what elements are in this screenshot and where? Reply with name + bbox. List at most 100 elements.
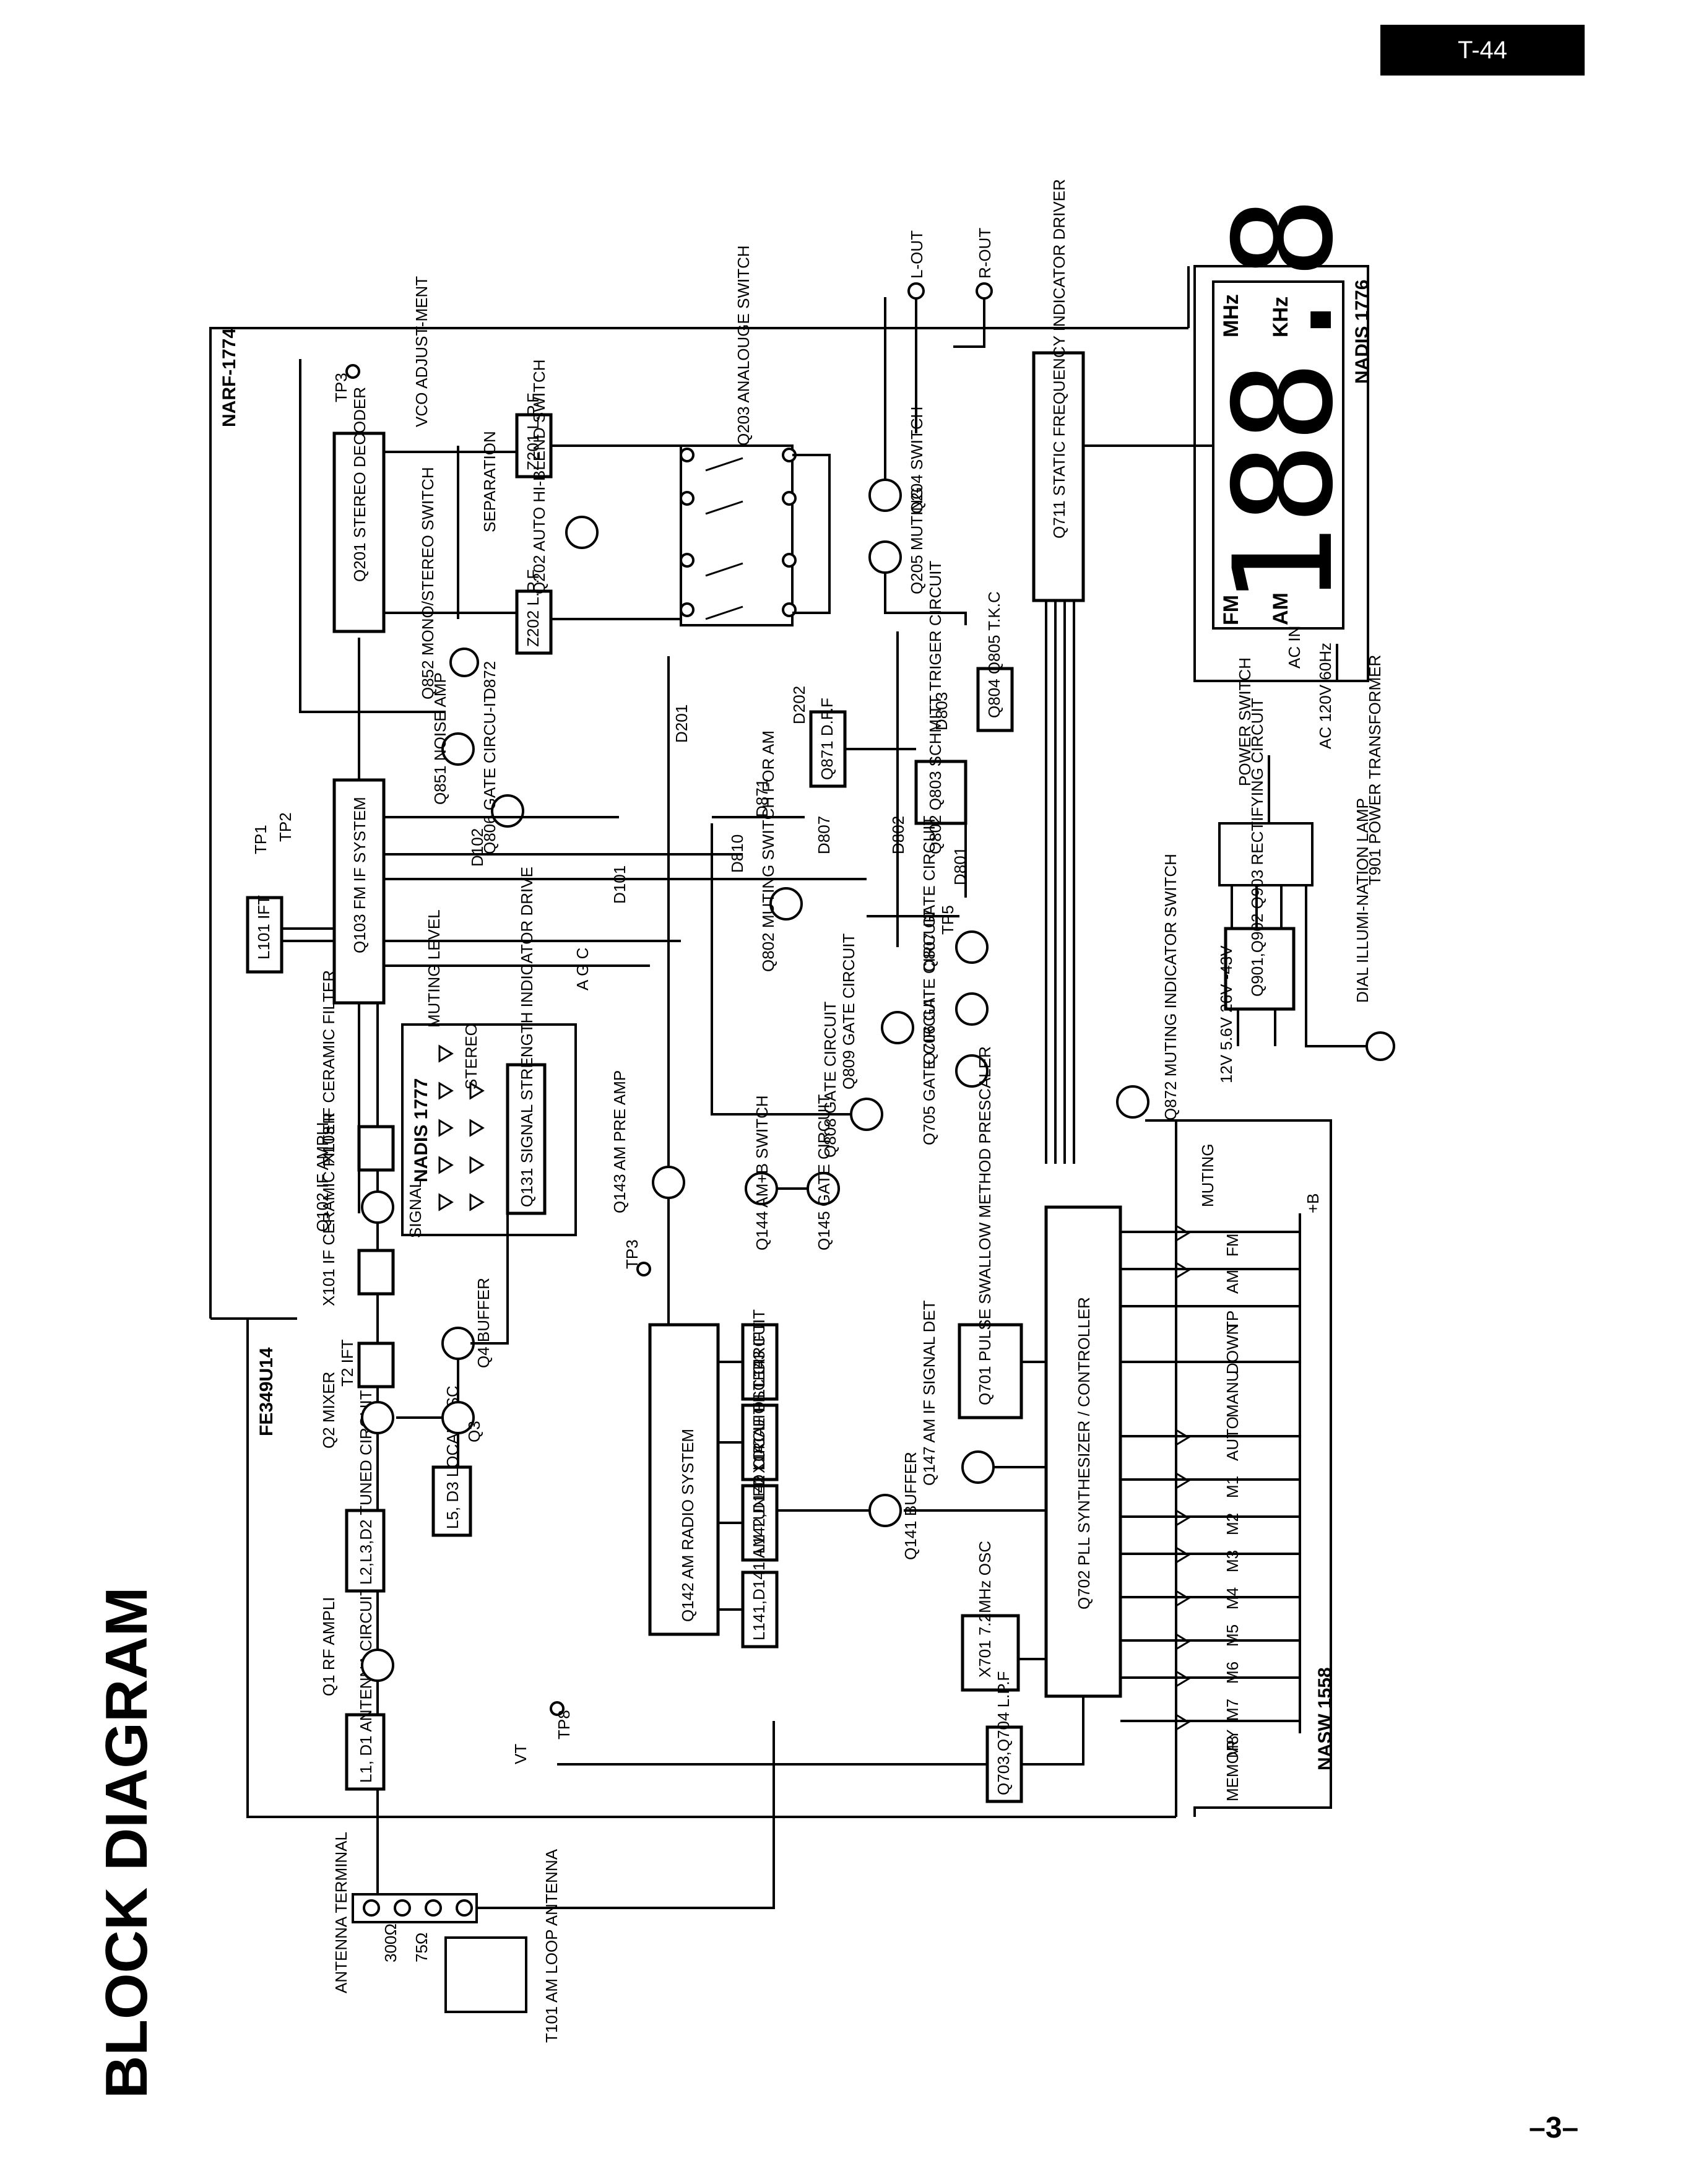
q711-label: Q711 STATIC FREQUENCY INDICATOR DRIVER [1050, 179, 1068, 539]
ohm300-label: 300Ω [381, 1923, 400, 1962]
stereo-label: STEREO [462, 1023, 480, 1090]
q4-label: Q4 BUFFER [474, 1278, 493, 1368]
switch-m3: M3 [1223, 1550, 1242, 1572]
switch-fm: FM [1223, 1233, 1242, 1257]
tp5-label: TP5 [938, 905, 957, 935]
q852-label: Q852 MONO/STEREO SWITCH [418, 467, 437, 700]
d201-label: D201 [672, 704, 691, 743]
q144-label: Q144 AM+B SWITCH [753, 1095, 771, 1250]
ac-source-label: AC 120V 60Hz [1316, 643, 1335, 749]
z201-label: Z201 L.P.F [524, 393, 542, 470]
analogue-switch: Q203 ANALOUGE SWITCH Q204 SWITCH Q205 MU… [680, 245, 967, 626]
switch-m1: M1 [1223, 1476, 1242, 1498]
q204-label: Q204 SWITCH [907, 407, 926, 514]
am-loop-label: T101 AM LOOP ANTENNA [542, 1848, 561, 2043]
tp1-label: TP1 [251, 825, 270, 854]
switch-down: DOWN [1223, 1324, 1242, 1374]
display-am: AM [1269, 592, 1292, 625]
q145-label: Q145 GATE CIRCUIT [815, 1094, 833, 1250]
x101-label: X101 IF CERAMIC FILTER [319, 1112, 338, 1306]
power-supply: Q901,Q902 Q903 RECTIFYING CIRCUIT T901 P… [1217, 643, 1395, 1083]
switch-muting: MUTING [1198, 1143, 1217, 1207]
plus-b-label: +B [1304, 1193, 1322, 1213]
switch-auto: AUTO [1223, 1416, 1242, 1461]
q802-803-label: Q802 Q803 SCHMITT TRIGER CIRCUIT [926, 561, 945, 854]
muting-level-label: MUTING LEVEL [425, 909, 443, 1028]
q147-label: Q147 AM IF SIGNAL DET [920, 1300, 938, 1486]
q3-label: Q3 [465, 1421, 483, 1442]
q102-label: Q102 IF AMPLI [313, 1122, 332, 1232]
tp2-label: TP2 [276, 812, 295, 842]
output-jacks: L-OUT R-OUT [907, 228, 994, 433]
diode-labels: D101 D102 D201 D202 D801 D802 D803 D807 … [468, 661, 969, 904]
q851-label: Q851 NOISE AMP [431, 672, 449, 805]
d202-label: D202 [790, 686, 808, 724]
switch-manu: MANU [1223, 1370, 1242, 1418]
vco-label: VCO ADJUST-MENT [412, 276, 431, 427]
signal-led-bar: Q131 SIGNAL STRENGTH INDICATOR DRIVE SIG… [406, 867, 547, 1238]
indicator-driver: Q711 STATIC FREQUENCY INDICATOR DRIVER [1032, 179, 1213, 1164]
fl-display: 188.8 FM AM MHz KHz AC IN [1205, 197, 1363, 669]
t901-label: T901 POWER TRANSFORMER [1366, 655, 1384, 885]
q131-label: Q131 SIGNAL STRENGTH INDICATOR DRIVE [517, 867, 536, 1207]
power-switch-label: POWER SWITCH [1236, 657, 1254, 786]
q1-label: Q1 RF AMPLI [319, 1597, 338, 1696]
q141-label: Q141 BUFFER [901, 1452, 920, 1560]
q702-label: Q702 PLL SYNTHESIZER / CONTROLLER [1075, 1297, 1093, 1610]
switch-m5: M5 [1223, 1624, 1242, 1647]
muting-gate-section: Q871 D.F.F Q802 Q803 SCHMITT TRIGER CIRC… [619, 561, 1180, 1158]
pll-section: Q702 PLL SYNTHESIZER / CONTROLLER Q701 P… [557, 1046, 1122, 1803]
board-nadis-1776: NADIS 1776 [1352, 280, 1372, 384]
q103-label: Q103 FM IF SYSTEM [350, 797, 369, 953]
display-ac-in: AC IN [1285, 626, 1304, 669]
ohm75-label: 75Ω [412, 1933, 431, 1962]
board-narf: NARF-1774 [219, 328, 240, 427]
model-tab: T-44 [1380, 25, 1585, 76]
l1-d1-label: L1, D1 ANTENNA CIRCUIT [357, 1586, 375, 1783]
q701-label: Q701 PULSE SWALLOW METHOD PRESCALER [976, 1046, 994, 1405]
d801-label: D801 [951, 847, 969, 885]
d802-label: D802 [889, 816, 907, 854]
d807-label: D807 [815, 816, 833, 854]
z202-label: Z202 L.P.F [524, 570, 542, 647]
q143-label: Q143 AM PRE AMP [610, 1070, 629, 1213]
d871-label: D871 [753, 779, 771, 817]
display-mhz: MHz [1219, 294, 1243, 337]
q203-label: Q203 ANALOUGE SWITCH [734, 245, 753, 446]
q201-label: Q201 STEREO DECODER [350, 387, 369, 582]
l143-label: L143 IFT [750, 1322, 768, 1387]
switch-m6: M6 [1223, 1662, 1242, 1684]
d810-label: D810 [728, 834, 747, 873]
q807-label: Q807 GATE CIRCUIT [920, 816, 938, 972]
switch-memory: MEMORY [1223, 1729, 1242, 1801]
l101-label: L101 IFT [254, 895, 273, 960]
separation-label: SEPARATION [480, 431, 499, 532]
board-nasw: NASW 1558 [1315, 1667, 1335, 1770]
l-out-label: L-OUT [907, 230, 926, 279]
q703-label: Q703,Q704 L.P.F [994, 1671, 1013, 1795]
q802am-label: Q802 MUTING SWITCH FOR AM [759, 730, 777, 972]
q809-label: Q809 GATE CIRCUIT [839, 934, 858, 1090]
x141-label: X141 IF FILTER [750, 1358, 768, 1473]
q871-label: Q871 D.F.F [818, 698, 836, 780]
signal-label: SIGNAL [406, 1179, 425, 1238]
fm-if-section: Q103 FM IF SYSTEM L101 IFT TP1 TP2 MUTIN… [246, 638, 867, 1213]
stereo-decoder-section: Q201 STEREO DECODER Z201 L.P.F Z202 L.P.… [299, 276, 681, 713]
display-digits: 188.8 [1205, 197, 1363, 607]
d803-label: D803 [932, 692, 951, 730]
q2-label: Q2 MIXER [319, 1372, 338, 1449]
q202-label: Q202 AUTO HI-BLEND SWITCH [530, 360, 548, 595]
board-fe: FE349U14 [256, 1347, 277, 1436]
display-khz: KHz [1269, 297, 1292, 337]
q806-label: Q806 GATE CIRCU-IT [480, 693, 499, 854]
antenna-terminal-label: ANTENNA TERMINAL [332, 1832, 350, 1993]
tp3b-label: TP3 [623, 1239, 641, 1269]
switch-m7: M7 [1223, 1699, 1242, 1721]
q901-label: Q901,Q902 Q903 RECTIFYING CIRCUIT [1248, 698, 1266, 997]
q205-label: Q205 MUTING [907, 487, 926, 594]
q705-label: Q705 GATE CIRCUIT [920, 989, 938, 1145]
switch-m2: M2 [1223, 1513, 1242, 1535]
q706-label: Q706 GATE CIRCUIT [920, 909, 938, 1065]
front-end-section: L1, D1 ANTENNA CIRCUIT Q1 RF AMPLI L2,L3… [313, 970, 573, 1894]
